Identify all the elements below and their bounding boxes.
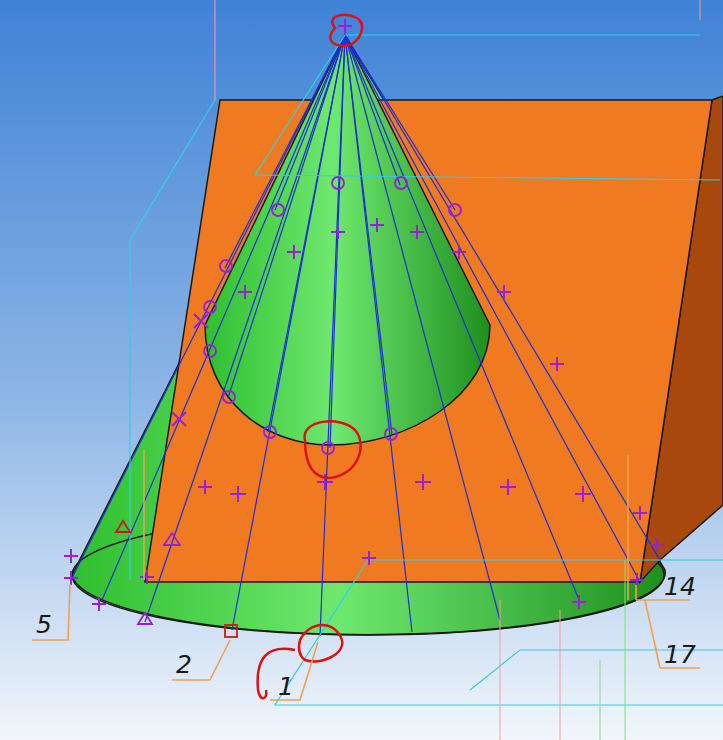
callout-number: 1	[278, 674, 294, 699]
callout-number: 14	[664, 574, 696, 599]
callout-number: 2	[176, 652, 192, 677]
callout-number: 5	[36, 612, 52, 637]
callout-number: 17	[664, 642, 696, 667]
